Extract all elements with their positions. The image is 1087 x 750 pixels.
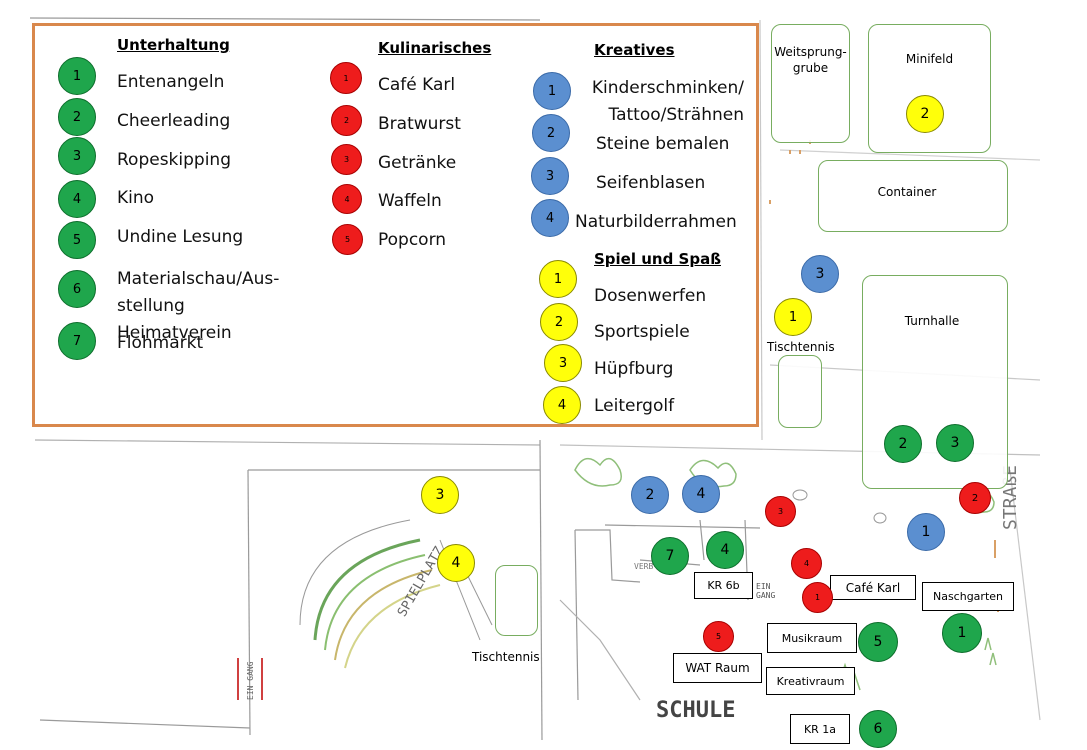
- legend-label-getraenke: Getränke: [378, 153, 457, 173]
- minifeld-area: [868, 24, 991, 153]
- legend-marker-undine-lesung: 5: [58, 221, 96, 259]
- legend-marker-huepfburg: 3: [544, 344, 582, 382]
- marker-bratwurst[interactable]: 2: [959, 482, 991, 514]
- legend-marker-dosenwerfen: 1: [539, 260, 577, 298]
- legend-panel: [32, 23, 759, 427]
- tischtennis-top-table: [778, 355, 822, 428]
- legend-label-kino: Kino: [117, 188, 155, 208]
- legend-heading-spiel-und-spass: Spiel und Spaß: [594, 250, 721, 268]
- legend-marker-bratwurst: 2: [331, 105, 362, 136]
- legend-label-sportspiele: Sportspiele: [594, 322, 690, 342]
- marker-steine-bemalen[interactable]: 2: [631, 476, 669, 514]
- verb-label: VERB: [634, 562, 654, 571]
- entrance-markers: [237, 658, 263, 700]
- tischtennis-bottom-label: Tischtennis: [472, 650, 540, 664]
- marker-heimatverein[interactable]: 6: [859, 710, 897, 748]
- legend-marker-heimatverein: 6: [58, 270, 96, 308]
- marker-seifenblasen[interactable]: 3: [801, 255, 839, 293]
- legend-marker-seifenblasen: 3: [531, 157, 569, 195]
- legend-marker-kinderschminken: 1: [533, 72, 571, 110]
- room-wat-raum: WAT Raum: [673, 653, 762, 683]
- legend-label-huepfburg: Hüpfburg: [594, 359, 674, 379]
- legend-marker-cheerleading: 2: [58, 98, 96, 136]
- marker-waffeln[interactable]: 4: [791, 548, 822, 579]
- legend-marker-leitergolf: 4: [543, 386, 581, 424]
- legend-label-kinderschminken: Kinderschminken/ Tattoo/Strähnen: [591, 78, 744, 125]
- marker-entenangeln[interactable]: 1: [942, 613, 982, 653]
- legend-label-dosenwerfen: Dosenwerfen: [594, 286, 707, 306]
- legend-label-heimatverein: Materialschau/Aus-stellung Heimatverein: [117, 269, 280, 343]
- legend-marker-entenangeln: 1: [58, 57, 96, 95]
- marker-minifeld-sportspiele[interactable]: 2: [906, 95, 944, 133]
- legend-label-leitergolf: Leitergolf: [594, 396, 675, 416]
- legend-marker-kino: 4: [58, 180, 96, 218]
- legend-label-undine-lesung: Undine Lesung: [117, 227, 244, 247]
- legend-label-entenangeln: Entenangeln: [117, 72, 225, 92]
- sketch-lines: [29, 17, 1041, 741]
- legend-marker-popcorn: 5: [332, 224, 363, 255]
- marker-dosenwerfen[interactable]: 1: [774, 298, 812, 336]
- container-label: Container: [877, 185, 937, 199]
- legend-marker-getraenke: 3: [331, 144, 362, 175]
- legend-label-bratwurst: Bratwurst: [378, 114, 461, 134]
- schule-label: SCHULE: [656, 698, 736, 723]
- eingang-center-label: EIN GANG: [756, 582, 776, 600]
- room-kr1a: KR 1a: [790, 714, 850, 744]
- marker-flohmarkt[interactable]: 7: [651, 537, 689, 575]
- legend-label-flohmarkt: Flohmarkt: [117, 333, 204, 353]
- room-naschgarten: Naschgarten: [922, 582, 1014, 611]
- legend-heading-kulinarisches: Kulinarisches: [378, 39, 492, 57]
- turnhalle-label: Turnhalle: [904, 314, 960, 328]
- legend-label-steine-bemalen: Steine bemalen: [596, 134, 730, 154]
- legend-label-ropeskipping: Ropeskipping: [117, 150, 231, 170]
- legend-label-waffeln: Waffeln: [378, 191, 442, 211]
- marker-undine-lesung[interactable]: 5: [858, 622, 898, 662]
- legend-marker-sportspiele: 2: [540, 303, 578, 341]
- sketch-ovals: [792, 489, 887, 524]
- legend-marker-ropeskipping: 3: [58, 137, 96, 175]
- room-kreativraum: Kreativraum: [766, 667, 855, 695]
- tischtennis-top-label: Tischtennis: [767, 340, 835, 354]
- weitsprunggrube-label: Weitsprung-grube: [774, 45, 847, 75]
- eingang-left-label: EIN GANG: [246, 661, 255, 700]
- legend-label-cafe-karl: Café Karl: [378, 75, 456, 95]
- legend-marker-naturbilderrahmen: 4: [531, 199, 569, 237]
- room-musikraum: Musikraum: [767, 623, 857, 653]
- legend-heading-unterhaltung: Unterhaltung: [117, 36, 230, 54]
- marker-ropeskipping[interactable]: 3: [936, 424, 974, 462]
- marker-popcorn[interactable]: 5: [703, 621, 734, 652]
- marker-cheerleading[interactable]: 2: [884, 425, 922, 463]
- legend-marker-waffeln: 4: [332, 184, 362, 214]
- marker-kinderschminken[interactable]: 1: [907, 513, 945, 551]
- container-area: [818, 160, 1008, 232]
- legend-marker-flohmarkt: 7: [58, 322, 96, 360]
- marker-getraenke[interactable]: 3: [765, 496, 796, 527]
- minifeld-label: Minifeld: [905, 52, 954, 66]
- legend-label-popcorn: Popcorn: [378, 230, 447, 250]
- marker-cafe-karl[interactable]: 1: [802, 582, 833, 613]
- marker-leitergolf[interactable]: 4: [437, 544, 475, 582]
- legend-label-cheerleading: Cheerleading: [117, 111, 231, 131]
- legend-heading-kreatives: Kreatives: [594, 41, 675, 59]
- legend-label-naturbilderrahmen: Naturbilderrahmen: [575, 212, 737, 232]
- weitsprunggrube-area: [771, 24, 850, 143]
- room-cafe-karl: Café Karl: [830, 575, 916, 600]
- marker-huepfburg[interactable]: 3: [421, 476, 459, 514]
- legend-marker-steine-bemalen: 2: [532, 114, 570, 152]
- legend-label-seifenblasen: Seifenblasen: [596, 173, 706, 193]
- tischtennis-bottom-table: [495, 565, 538, 636]
- marker-kino[interactable]: 4: [706, 531, 744, 569]
- room-kr6b: KR 6b: [694, 572, 753, 599]
- spielplatz-arc: [299, 519, 493, 669]
- marker-naturbilderrahmen[interactable]: 4: [682, 475, 720, 513]
- legend-marker-cafe-karl: 1: [330, 62, 362, 94]
- turnhalle-area: [862, 275, 1008, 489]
